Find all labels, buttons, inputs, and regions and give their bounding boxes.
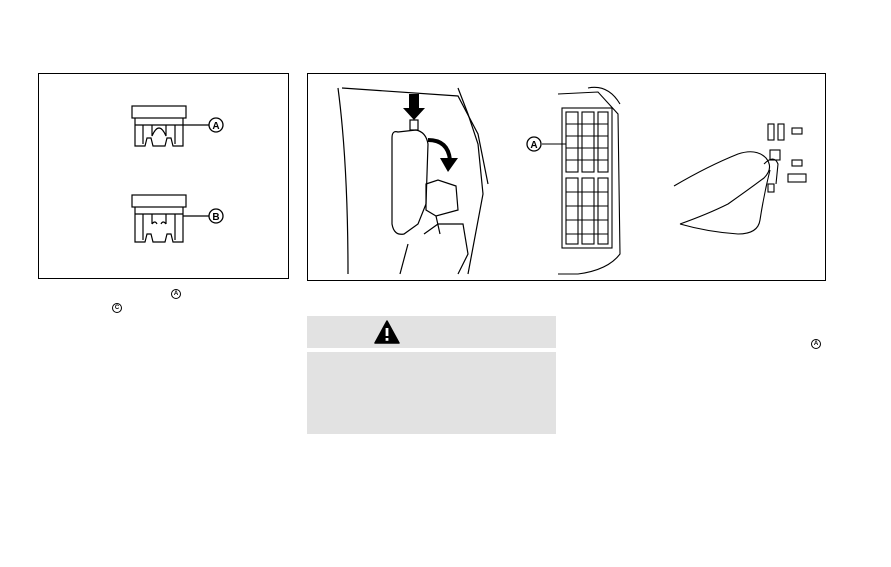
callout-a-1: A [208,117,224,133]
callout-a-label: A [212,121,219,132]
fuse-box-location-panel: A [307,73,826,281]
dash-panel-drawing [337,87,489,275]
fuse-illustration-panel: A B [38,73,289,279]
fuse-b-drawing [131,194,209,243]
callout-a-location-label: A [530,140,537,151]
inline-mark-a-right-text: A [813,341,819,347]
warning-header [307,316,556,348]
fuse-box-illustration: A [337,86,807,275]
callout-a-2: A [526,136,542,152]
warning-triangle-icon [374,320,400,344]
inline-mark-a: A [171,289,181,299]
press-arrow-icon [403,94,425,120]
fuse-box-drawing [542,86,621,275]
inline-mark-a-text: A [173,291,179,297]
callout-b-label: B [212,212,219,223]
open-arrow-icon [427,138,458,172]
callout-b: B [208,208,224,224]
hand-with-fuse-puller-drawing [673,123,807,235]
fuse-illustration: A B [131,105,224,243]
fuse-a-drawing [131,105,209,147]
warning-body [307,352,556,434]
inline-mark-a-right: A [811,339,821,349]
inline-mark-c: C [112,303,122,313]
inline-mark-c-text: C [114,305,120,311]
